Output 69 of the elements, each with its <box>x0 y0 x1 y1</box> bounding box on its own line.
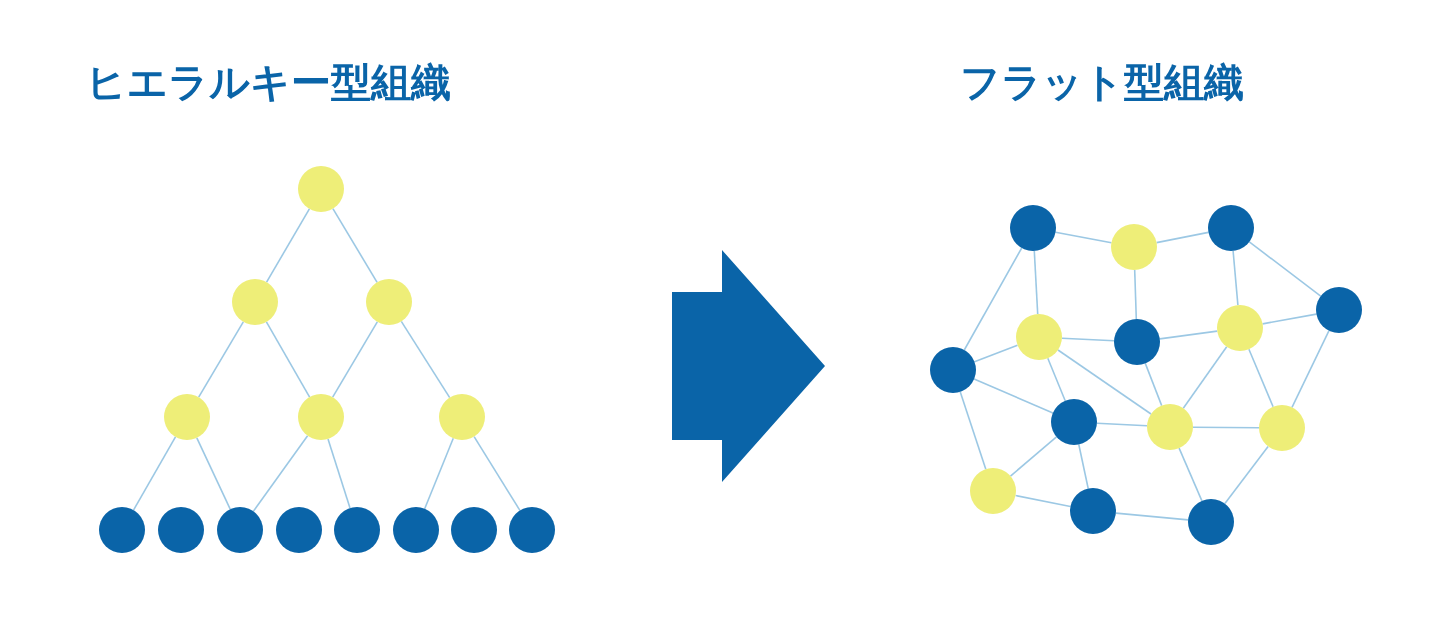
heading: フラット型組織 <box>960 58 1244 106</box>
member-circle <box>930 347 976 393</box>
member-circle <box>451 507 497 553</box>
member-circle <box>276 507 322 553</box>
member-circle <box>970 468 1016 514</box>
connector-line <box>327 438 351 509</box>
member-circle <box>1051 399 1097 445</box>
member-circle <box>1316 287 1362 333</box>
connector-line <box>1054 231 1113 244</box>
connector-line <box>1033 250 1039 315</box>
connector-line <box>265 321 311 398</box>
member-circle <box>99 507 145 553</box>
connector-line <box>973 344 1019 363</box>
member-circle <box>1111 224 1157 270</box>
connector-line <box>1115 512 1189 521</box>
member-circle <box>232 279 278 325</box>
connector-line <box>1291 329 1330 409</box>
connector-line <box>332 207 378 284</box>
member-circle <box>393 507 439 553</box>
heading: ヒエラルキー型組織 <box>86 58 451 106</box>
connector-line <box>1248 241 1322 297</box>
connector-line <box>1178 447 1203 502</box>
connector-line <box>1155 231 1210 244</box>
connector-line <box>473 435 521 512</box>
connector-line <box>265 208 311 283</box>
member-circle <box>1010 205 1056 251</box>
connector-line <box>423 437 455 510</box>
connector-line <box>1061 337 1115 342</box>
connector-line <box>1096 422 1148 427</box>
connector-line <box>1047 357 1066 402</box>
member-circle <box>509 507 555 553</box>
member-circle <box>164 394 210 440</box>
member-circle <box>334 507 380 553</box>
connector-line <box>1144 362 1163 407</box>
member-circle <box>1259 405 1305 451</box>
connector-line <box>1014 494 1072 508</box>
member-circle <box>1147 404 1193 450</box>
member-circle <box>298 166 344 212</box>
connector-line <box>959 391 987 470</box>
member-circle <box>158 507 204 553</box>
connector-line <box>252 434 309 513</box>
connector-line <box>1224 445 1269 505</box>
connector-line <box>197 321 245 398</box>
connector-line <box>196 437 231 510</box>
connector-line <box>1009 436 1058 477</box>
connector-line <box>973 378 1054 414</box>
connector-line <box>1159 330 1218 340</box>
member-circle <box>1208 205 1254 251</box>
member-circle <box>1070 488 1116 534</box>
member-circle <box>1217 305 1263 351</box>
connector-line <box>1078 443 1089 490</box>
member-circle <box>298 394 344 440</box>
member-circle <box>1188 499 1234 545</box>
connector-line <box>1182 346 1228 409</box>
connector-line <box>1261 313 1318 325</box>
connector-line <box>1192 426 1260 429</box>
connector-line <box>1133 269 1138 320</box>
member-circle <box>1114 319 1160 365</box>
member-circle <box>439 394 485 440</box>
member-circle <box>1016 314 1062 360</box>
connector-line <box>132 436 177 511</box>
connector-line <box>400 320 451 399</box>
connector-line <box>1248 348 1274 408</box>
member-circle <box>366 279 412 325</box>
connector-line <box>963 247 1023 351</box>
connector-line <box>1232 250 1239 306</box>
connector-line <box>1057 349 1152 415</box>
connector-line <box>331 321 379 398</box>
member-circle <box>217 507 263 553</box>
